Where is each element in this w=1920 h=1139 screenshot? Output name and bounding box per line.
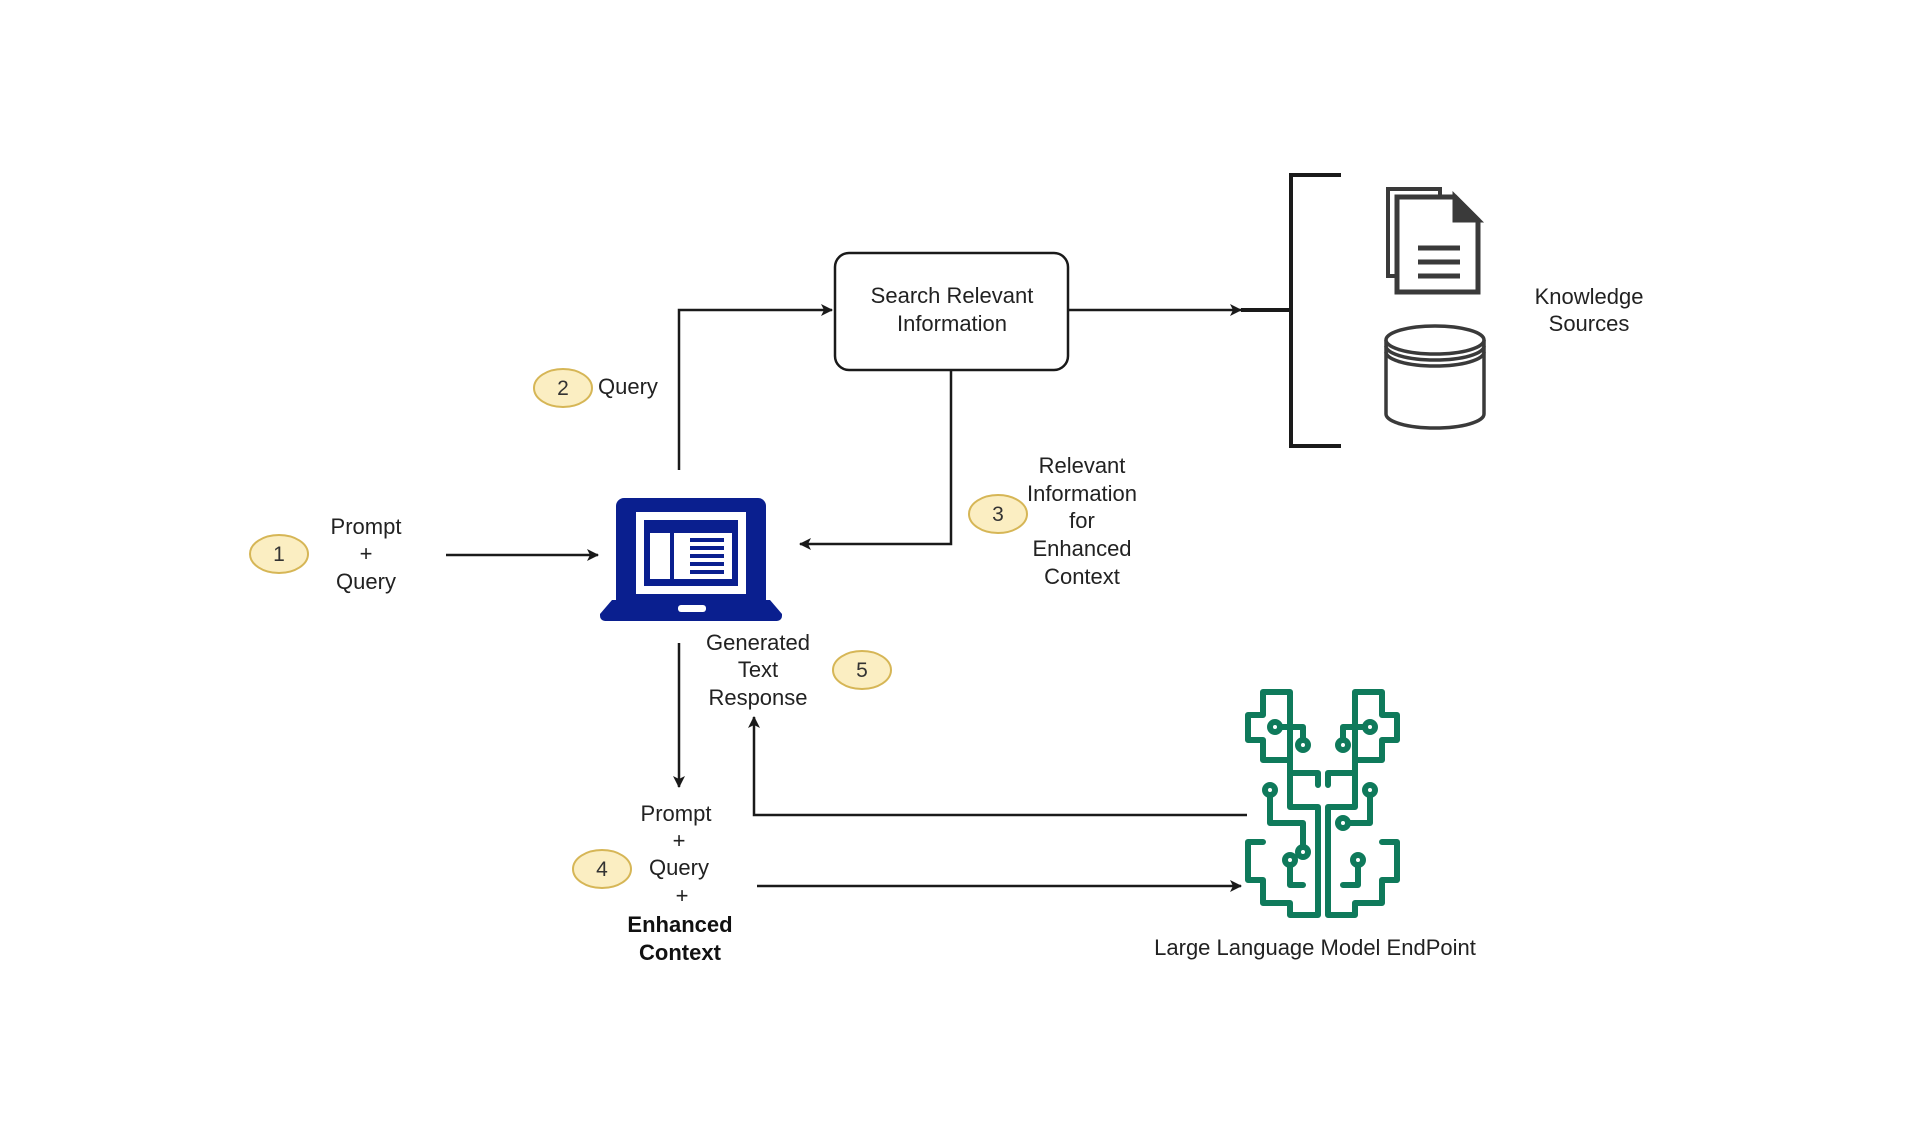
step-4-label-plus2: +: [676, 883, 689, 908]
step-1-label-query: Query: [336, 569, 396, 594]
step-1-label-prompt: Prompt: [331, 514, 402, 539]
laptop-icon: [600, 498, 782, 621]
step-2: 2 Query: [533, 368, 658, 408]
step-4-label-context: Context: [639, 940, 722, 965]
step-1-badge: [249, 534, 309, 574]
step-1-number: 1: [273, 543, 285, 566]
step-4-label-query: Query: [649, 855, 709, 880]
step-4: 4 Prompt + Query + Enhanced Context: [572, 801, 733, 965]
step-2-label-query: Query: [598, 374, 658, 399]
step-1-label-plus: +: [360, 541, 373, 566]
step-3-label-line5: Context: [1044, 564, 1120, 589]
step-5-label-line1: Generated: [706, 630, 810, 655]
documents-icon: [1386, 187, 1485, 295]
step-3: 3 Relevant Information for Enhanced Cont…: [968, 453, 1137, 589]
search-box-label-line2: Information: [897, 311, 1007, 336]
arrow-info-to-app: [799, 370, 953, 550]
knowledge-sources-label-line1: Knowledge: [1535, 284, 1644, 309]
brain-circuit-icon: [1245, 689, 1400, 918]
search-relevant-information-box: Search Relevant Information: [833, 251, 1070, 372]
step-3-label-line3: for: [1069, 508, 1095, 533]
step-4-number: 4: [596, 858, 608, 881]
search-box-label-line1: Search Relevant: [871, 283, 1034, 308]
step-5-badge: [832, 650, 892, 690]
arrow-query-to-search: [677, 304, 833, 470]
step-1: 1 Prompt + Query: [249, 514, 402, 594]
arrow-llm-to-response: [748, 716, 1247, 817]
knowledge-sources-bracket: [1241, 173, 1341, 448]
step-2-badge: [533, 368, 593, 408]
step-3-badge: [968, 494, 1028, 534]
step-5: 5 Generated Text Response: [706, 630, 892, 710]
step-5-number: 5: [856, 659, 868, 682]
step-3-number: 3: [992, 503, 1004, 526]
database-icon: [1384, 324, 1486, 430]
step-3-label-line4: Enhanced: [1032, 536, 1131, 561]
step-3-label-line1: Relevant: [1039, 453, 1126, 478]
llm-endpoint-label: Large Language Model EndPoint: [1154, 935, 1476, 960]
step-4-label-enhanced: Enhanced: [627, 912, 732, 937]
step-4-label-plus1: +: [673, 828, 686, 853]
step-5-label-line2: Text: [738, 657, 778, 682]
step-2-number: 2: [557, 377, 569, 400]
step-4-badge: [572, 849, 632, 889]
step-5-label-line3: Response: [708, 685, 807, 710]
step-4-label-prompt: Prompt: [641, 801, 712, 826]
step-3-label-line2: Information: [1027, 481, 1137, 506]
knowledge-sources-label-line2: Sources: [1549, 311, 1630, 336]
